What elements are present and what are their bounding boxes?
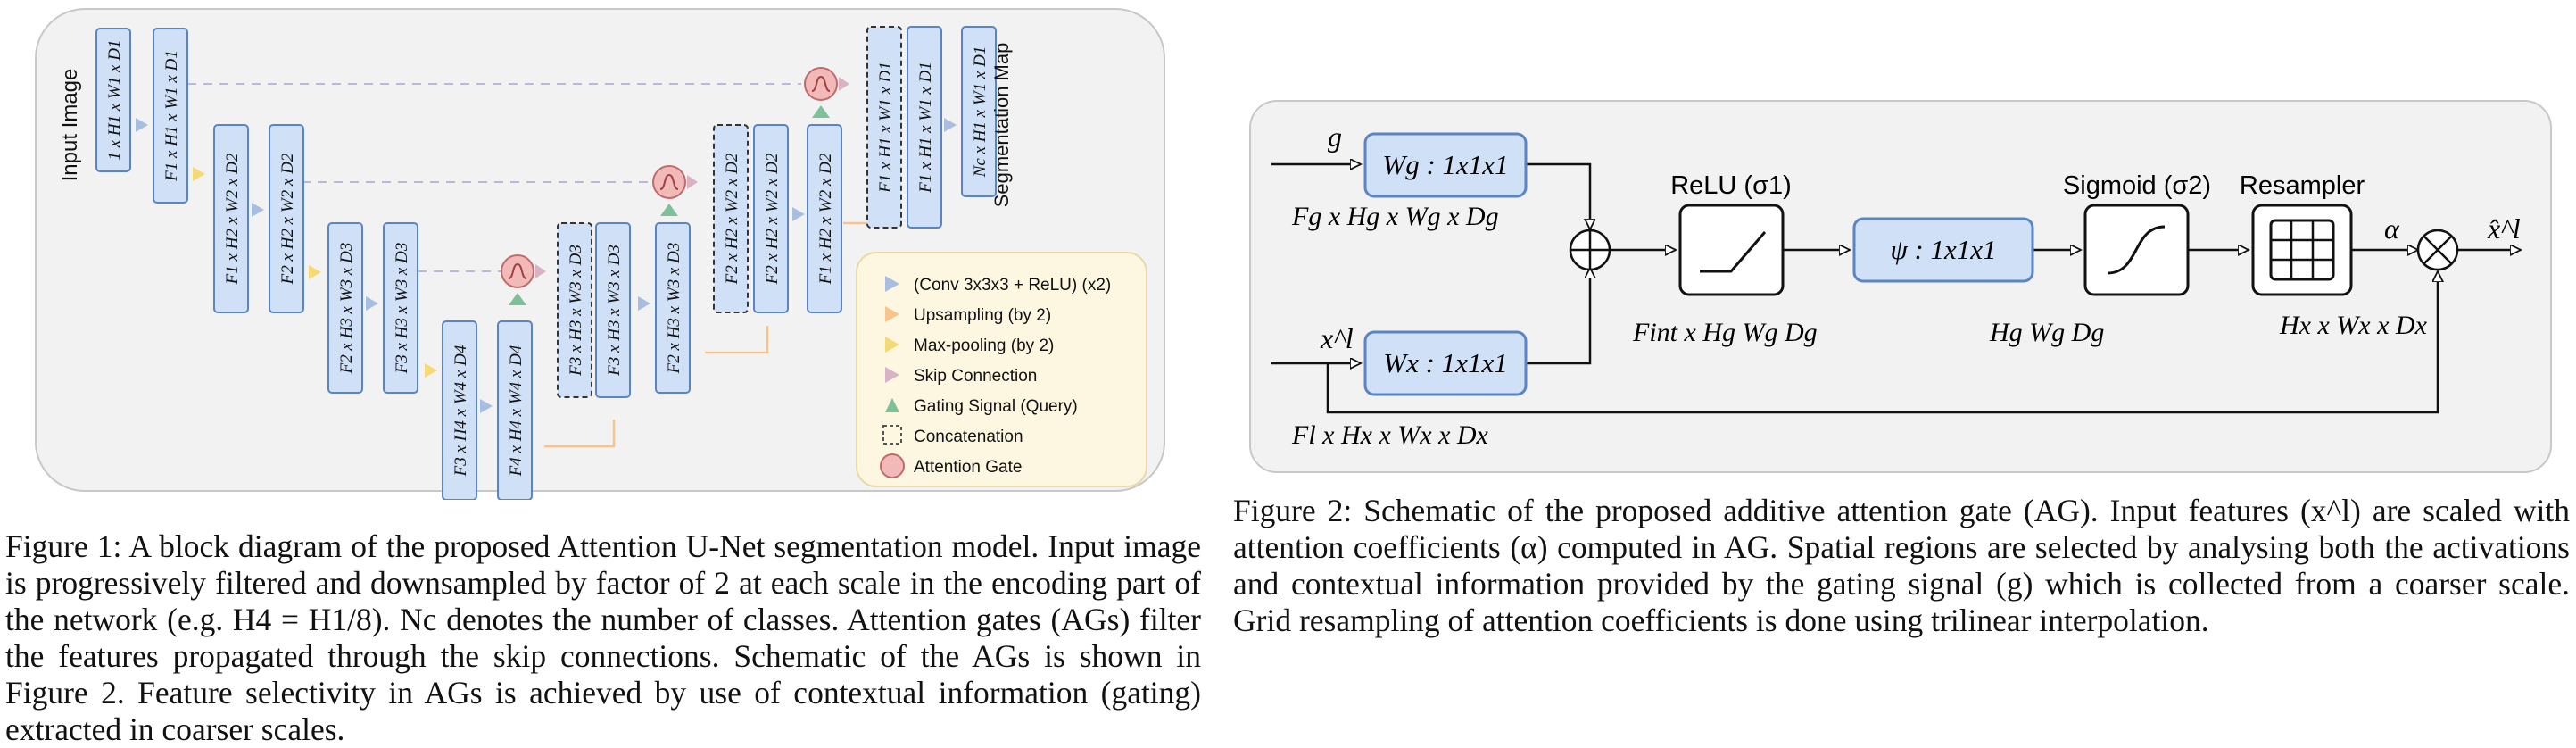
- feature-block: [807, 124, 842, 313]
- feature-block: [961, 26, 997, 197]
- flow-arrow: [480, 399, 493, 413]
- attention-unet-diagram: 1 x H1 x W1 x D1 F1 x H1 x W1 x D1 F1 x H2…: [35, 8, 1165, 500]
- figure2-caption: Figure 2: Schematic of the proposed addi…: [1233, 493, 2570, 638]
- hx-dims: Hx x Wx x Dx: [2279, 311, 2428, 340]
- legend-label: Gating Signal (Query): [914, 397, 1078, 416]
- feature-block-label: F3 x H3 x W3 x D3: [393, 243, 411, 375]
- legend-label: Max-pooling (by 2): [914, 337, 1054, 355]
- feature-block-label: F1 x H2 x W2 x D2: [223, 153, 242, 285]
- flow-arrow: [944, 118, 957, 132]
- sigmoid-label: Sigmoid (σ2): [2063, 171, 2211, 200]
- legend-marker: [885, 337, 899, 353]
- unet-blocks: 1 x H1 x W1 x D1 F1 x H1 x W1 x D1 F1 x H2…: [95, 26, 997, 500]
- feature-block-label: F3 x H4 x W4 x D4: [451, 345, 470, 477]
- feature-block: [269, 124, 304, 313]
- legend-marker: [885, 276, 899, 292]
- hg-dims: Hg Wg Dg: [1989, 318, 2104, 347]
- feature-block: [655, 222, 691, 394]
- feature-block-label: F1 x H1 x W1 x D1: [916, 62, 935, 194]
- feature-block: [907, 26, 942, 229]
- feature-block-label: F2 x H2 x W2 x D2: [278, 153, 297, 285]
- feature-block-label: F2 x H2 x W2 x D2: [723, 153, 741, 285]
- flow-arrow: [193, 167, 205, 181]
- fg-dims: Fg x Hg x Wg x Dg: [1291, 202, 1499, 231]
- fint-dims: Fint x Hg Wg Dg: [1632, 318, 1818, 347]
- skip-connections: [187, 83, 801, 272]
- flow-arrow: [638, 296, 650, 311]
- wg-label: Wg : 1x1x1: [1382, 149, 1508, 180]
- legend: (Conv 3x3x3 + ReLU) (x2) Upsampling (by 2…: [856, 252, 1147, 487]
- feature-block-label: F1 x H1 x W1 x D1: [162, 50, 181, 182]
- resampler-block: [2251, 204, 2353, 296]
- feature-block-label: 1 x H1 x W1 x D1: [105, 39, 124, 160]
- psi-conv-block: [1852, 217, 2034, 283]
- legend-marker: [885, 306, 899, 322]
- relu-block: [1678, 204, 1785, 296]
- feature-block: [497, 320, 533, 500]
- attention-gate: [652, 165, 698, 216]
- feature-block: [442, 320, 477, 500]
- feature-block-label: F2 x H2 x W2 x D2: [763, 153, 782, 285]
- figure1-caption: Figure 1: A block diagram of the propose…: [5, 528, 1201, 747]
- feature-block-label: F1 x H2 x W2 x D2: [816, 153, 835, 285]
- wg-conv-block: [1363, 132, 1528, 198]
- fl-dims: Fl x Hx x Wx x Dx: [1291, 420, 1489, 450]
- sigmoid-block: [2083, 204, 2190, 296]
- legend-label: Upsampling (by 2): [914, 306, 1051, 325]
- feature-block: [95, 28, 131, 172]
- flow-arrow: [366, 296, 378, 311]
- feature-block-label: F3 x H3 x W3 x D3: [567, 245, 585, 377]
- wx-label: Wx : 1x1x1: [1383, 347, 1507, 378]
- wx-conv-block: [1363, 330, 1528, 396]
- feature-block: [383, 222, 418, 394]
- legend-marker: [880, 453, 905, 478]
- figure2-panel: [1249, 100, 2552, 473]
- flow-arrow: [136, 118, 148, 132]
- sum-node: [1569, 229, 1611, 271]
- feature-block-label: F1 x H1 x W1 x D1: [876, 62, 895, 194]
- legend-marker: [885, 398, 899, 412]
- attention-gate: [804, 67, 849, 118]
- legend-label: Skip Connection: [914, 367, 1037, 386]
- feature-block: [595, 222, 631, 398]
- feature-block-label: F2 x H3 x W3 x D3: [337, 243, 356, 375]
- psi-label: ψ : 1x1x1: [1890, 234, 1996, 265]
- feature-block: [557, 222, 592, 398]
- feature-block: [713, 124, 749, 313]
- legend-marker: [882, 425, 902, 445]
- legend-label: Attention Gate: [914, 458, 1022, 477]
- attention-gate-schematic: Wg : 1x1x1 Wx : 1x1x1 ψ : 1x1x1 ReLU (σ1…: [1249, 100, 2552, 473]
- legend-label: (Conv 3x3x3 + ReLU) (x2): [914, 276, 1111, 295]
- alpha-label: α: [2384, 212, 2400, 245]
- segmentation-map-label: Segmentation Map: [990, 43, 1013, 208]
- legend-label: Concatenation: [914, 428, 1023, 446]
- flow-arrow: [792, 207, 805, 221]
- feature-block: [327, 222, 363, 394]
- feature-block-label: Nc x H1 x W1 x D1: [971, 46, 990, 179]
- feature-block: [866, 26, 902, 229]
- x-input-label: x^l: [1320, 322, 1354, 354]
- g-input-label: g: [1328, 121, 1342, 153]
- multiply-node: [2416, 229, 2459, 271]
- relu-label: ReLU (σ1): [1670, 171, 1792, 200]
- feature-block-label: F3 x H3 x W3 x D3: [605, 245, 624, 377]
- feature-block: [753, 124, 789, 313]
- attention-gate: [501, 254, 546, 305]
- input-image-label: Input Image: [58, 69, 82, 182]
- flow-arrow: [309, 265, 321, 279]
- resampler-label: Resampler: [2240, 171, 2365, 200]
- feature-block: [153, 28, 188, 204]
- flow-arrow: [252, 203, 264, 217]
- output-label: x̂^l: [2487, 212, 2521, 245]
- flow-arrow: [425, 363, 437, 378]
- legend-marker: [885, 367, 899, 383]
- feature-block-label: F4 x H4 x W4 x D4: [507, 345, 526, 477]
- feature-block-label: F2 x H3 x W3 x D3: [665, 243, 683, 375]
- feature-block: [213, 124, 249, 313]
